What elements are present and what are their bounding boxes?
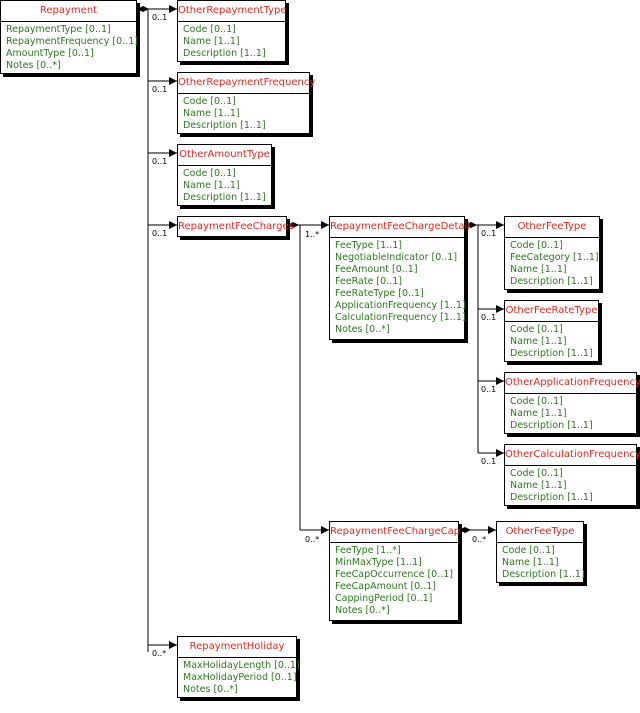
- attribute: Code [0..1]: [510, 240, 563, 251]
- multiplicity-other-fee-type-1: 0..1: [481, 229, 497, 238]
- entity-title: RepaymentFeeChargeDetail: [330, 217, 470, 238]
- attribute: FeeCategory [1..1]: [510, 252, 599, 263]
- attribute: Code [0..1]: [510, 396, 563, 407]
- multiplicity-other-repayment-type: 0..1: [152, 13, 168, 22]
- multiplicity-other-application-frequency: 0..1: [481, 385, 497, 394]
- entity-title: RepaymentHoliday: [178, 637, 296, 658]
- attribute: Name [1..1]: [502, 557, 559, 568]
- attribute-list: Code [0..1]FeeCategory [1..1]Name [1..1]…: [505, 238, 599, 288]
- attribute-list: FeeType [1..1]NegotiableIndicator [0..1]…: [330, 238, 466, 336]
- attribute: Name [1..1]: [510, 336, 567, 347]
- attribute-list: Code [0..1]Name [1..1]Description [1..1]: [178, 94, 309, 132]
- attribute: Description [1..1]: [502, 569, 585, 580]
- attribute: Description [1..1]: [183, 48, 266, 59]
- multiplicity-repayment-fee-charge-cap: 0..*: [305, 535, 320, 544]
- attribute: NegotiableIndicator [0..1]: [335, 252, 458, 263]
- attribute: FeeCapAmount [0..1]: [335, 581, 437, 592]
- entity-title: OtherRepaymentType: [178, 1, 287, 22]
- attribute-list: Code [0..1]Name [1..1]Description [1..1]: [178, 22, 285, 60]
- attribute: FeeRate [0..1]: [335, 276, 402, 287]
- attribute: MaxHolidayPeriod [0..1]: [183, 672, 297, 683]
- entity-title: RepaymentFeeChargeCap: [330, 522, 460, 543]
- attribute: RepaymentType [0..1]: [6, 24, 111, 35]
- multiplicity-other-fee-type-2: 0..*: [472, 535, 487, 544]
- entity-title: OtherAmountType: [178, 145, 271, 166]
- entity-other-fee-type-detail[interactable]: OtherFeeType Code [0..1]FeeCategory [1..…: [504, 216, 600, 290]
- attribute: Description [1..1]: [510, 348, 593, 359]
- attribute: Name [1..1]: [183, 36, 240, 47]
- attribute: Notes [0..*]: [6, 60, 61, 71]
- attribute-list: RepaymentType [0..1]RepaymentFrequency […: [1, 22, 138, 72]
- entity-other-application-frequency[interactable]: OtherApplicationFrequency Code [0..1]Nam…: [504, 372, 640, 434]
- entity-repayment[interactable]: Repayment RepaymentType [0..1]RepaymentF…: [0, 0, 138, 74]
- attribute: Description [1..1]: [510, 420, 593, 431]
- attribute: Name [1..1]: [183, 180, 240, 191]
- entity-title: OtherFeeRateType: [505, 301, 598, 322]
- entity-other-calculation-frequency[interactable]: OtherCalculationFrequency Code [0..1]Nam…: [504, 444, 640, 506]
- entity-title: Repayment: [1, 1, 136, 22]
- attribute: Code [0..1]: [183, 24, 236, 35]
- entity-other-amount-type[interactable]: OtherAmountType Code [0..1]Name [1..1]De…: [177, 144, 272, 206]
- entity-other-fee-type-cap[interactable]: OtherFeeType Code [0..1]Name [1..1]Descr…: [496, 521, 585, 583]
- attribute: FeeType [1..*]: [335, 545, 401, 556]
- attribute: MinMaxType [1..1]: [335, 557, 422, 568]
- entity-repayment-fee-charge-detail[interactable]: RepaymentFeeChargeDetail FeeType [1..1]N…: [329, 216, 470, 340]
- attribute: Code [0..1]: [183, 168, 236, 179]
- attribute-list: Code [0..1]Name [1..1]Description [1..1]: [505, 394, 636, 432]
- multiplicity-other-calculation-frequency: 0..1: [481, 457, 497, 466]
- attribute: Code [0..1]: [502, 545, 555, 556]
- attribute: Description [1..1]: [183, 192, 266, 203]
- attribute: AmountType [0..1]: [6, 48, 94, 59]
- attribute: CappingPeriod [0..1]: [335, 593, 433, 604]
- entity-title: RepaymentFeeCharges: [178, 221, 294, 232]
- attribute: MaxHolidayLength [0..1]: [183, 660, 300, 671]
- attribute: Description [1..1]: [183, 120, 266, 131]
- entity-other-repayment-type[interactable]: OtherRepaymentType Code [0..1]Name [1..1…: [177, 0, 287, 62]
- attribute: FeeType [1..1]: [335, 240, 403, 251]
- attribute: ApplicationFrequency [1..1]: [335, 300, 466, 311]
- attribute: Description [1..1]: [510, 492, 593, 503]
- entity-other-repayment-frequency[interactable]: OtherRepaymentFrequency Code [0..1]Name …: [177, 72, 315, 134]
- attribute: Name [1..1]: [183, 108, 240, 119]
- attribute-list: Code [0..1]Name [1..1]Description [1..1]: [505, 322, 598, 360]
- attribute: Code [0..1]: [510, 324, 563, 335]
- attribute-list: Code [0..1]Name [1..1]Description [1..1]: [505, 466, 636, 504]
- multiplicity-other-amount-type: 0..1: [152, 157, 168, 166]
- attribute: Notes [0..*]: [183, 684, 238, 695]
- multiplicity-other-repayment-frequency: 0..1: [152, 85, 168, 94]
- entity-title: OtherFeeType: [497, 522, 583, 543]
- attribute: Code [0..1]: [183, 96, 236, 107]
- attribute: Name [1..1]: [510, 408, 567, 419]
- entity-title: OtherCalculationFrequency: [505, 445, 640, 466]
- attribute-list: MaxHolidayLength [0..1]MaxHolidayPeriod …: [178, 658, 300, 696]
- attribute: Description [1..1]: [510, 276, 593, 287]
- attribute-list: Code [0..1]Name [1..1]Description [1..1]: [178, 166, 271, 204]
- attribute: Notes [0..*]: [335, 324, 390, 335]
- entity-repayment-fee-charges[interactable]: RepaymentFeeCharges: [177, 216, 294, 237]
- attribute: Name [1..1]: [510, 264, 567, 275]
- multiplicity-repayment-fee-charges: 0..1: [152, 229, 168, 238]
- multiplicity-repayment-fee-charge-detail: 1..*: [305, 230, 320, 239]
- attribute: CalculationFrequency [1..1]: [335, 312, 466, 323]
- attribute: Notes [0..*]: [335, 605, 390, 616]
- entity-title: OtherRepaymentFrequency: [178, 73, 315, 94]
- attribute-list: Code [0..1]Name [1..1]Description [1..1]: [497, 543, 585, 581]
- entity-title: OtherApplicationFrequency: [505, 373, 640, 394]
- attribute: Name [1..1]: [510, 480, 567, 491]
- attribute: FeeRateType [0..1]: [335, 288, 424, 299]
- entity-other-fee-rate-type[interactable]: OtherFeeRateType Code [0..1]Name [1..1]D…: [504, 300, 599, 362]
- attribute: FeeCapOccurrence [0..1]: [335, 569, 453, 580]
- multiplicity-other-fee-rate-type: 0..1: [481, 313, 497, 322]
- entity-repayment-fee-charge-cap[interactable]: RepaymentFeeChargeCap FeeType [1..*]MinM…: [329, 521, 460, 621]
- attribute-list: FeeType [1..*]MinMaxType [1..1]FeeCapOcc…: [330, 543, 458, 617]
- multiplicity-repayment-holiday: 0..*: [152, 649, 167, 658]
- attribute: RepaymentFrequency [0..1]: [6, 36, 138, 47]
- entity-title: OtherFeeType: [505, 217, 599, 238]
- entity-repayment-holiday[interactable]: RepaymentHoliday MaxHolidayLength [0..1]…: [177, 636, 300, 698]
- attribute: FeeAmount [0..1]: [335, 264, 418, 275]
- attribute: Code [0..1]: [510, 468, 563, 479]
